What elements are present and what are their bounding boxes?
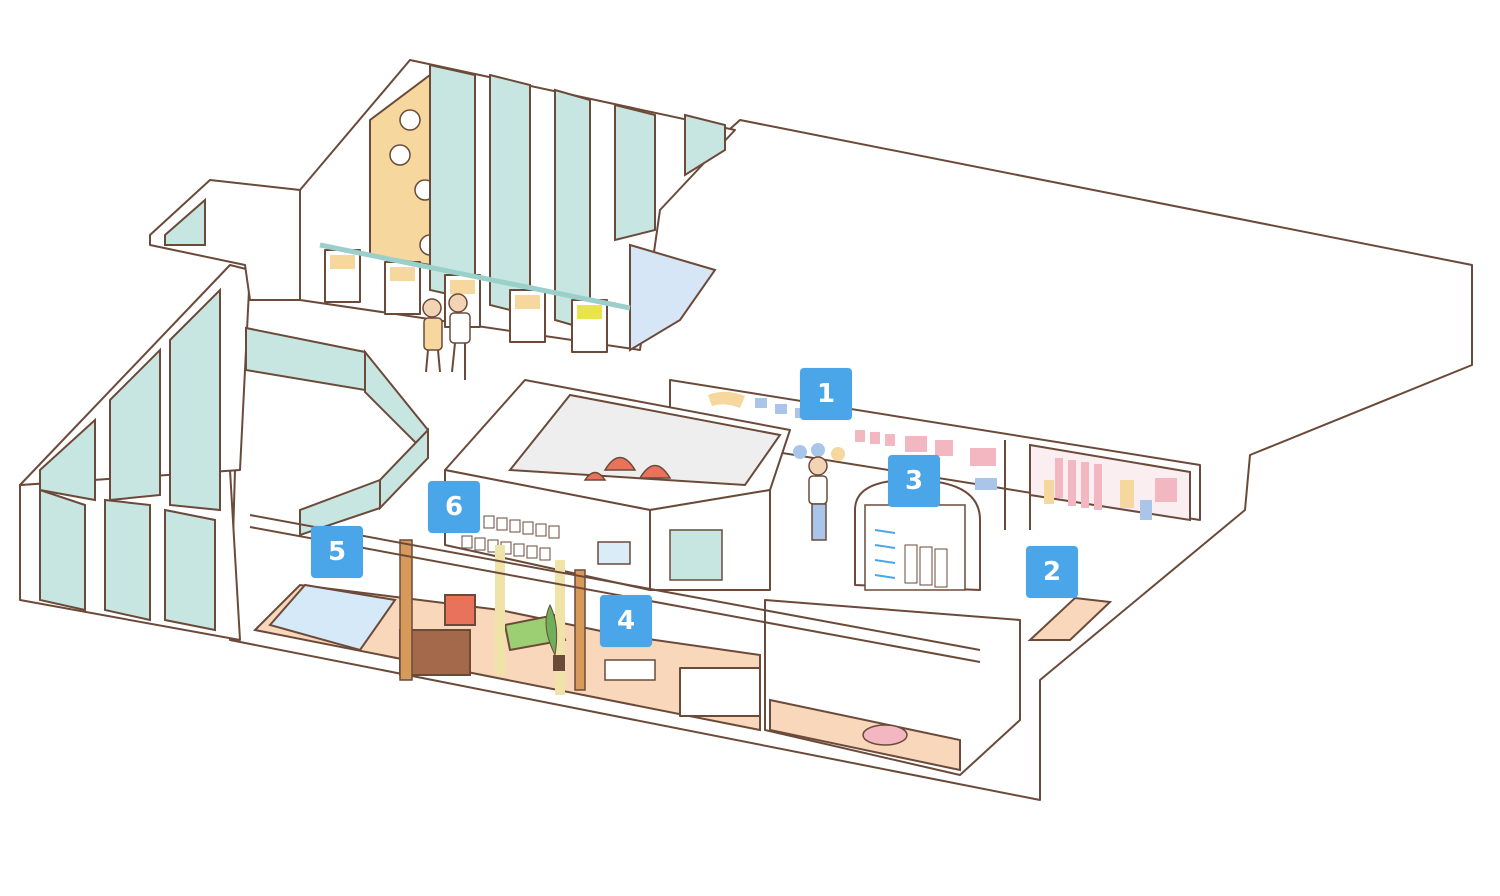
pink-panel [935,440,953,456]
dot-panel [811,443,825,457]
chair-icon [583,471,607,481]
mural-figure [399,109,421,131]
arc-panel [708,391,745,408]
pink-panel [1155,478,1177,502]
info-kiosk [854,479,981,591]
pink-panel [970,448,996,466]
curved-glass-railing [245,326,429,537]
visitor-icon [808,456,828,541]
marker-4[interactable]: 4 [600,595,652,647]
marker-3[interactable]: 3 [888,455,940,507]
pink-panel [855,430,865,442]
lower-rooms [249,514,1113,776]
bar-panel [1094,464,1102,510]
marker-6[interactable]: 6 [428,481,480,533]
left-corridor [19,179,301,641]
blue-panel [975,478,997,490]
marker-2[interactable]: 2 [1026,546,1078,598]
dot-panel [793,445,807,459]
chair-icon [444,594,476,626]
bath-icon [862,724,908,746]
blue-panel [1140,500,1152,520]
marker-1[interactable]: 1 [800,368,852,420]
pink-panel [870,432,880,444]
dot-panel [831,447,845,461]
blue-panel [775,404,787,414]
kitchen-counter [679,667,761,717]
chair-icon [638,464,672,479]
chair-icon [603,456,637,471]
blue-panel [755,398,767,408]
plant-icon [545,603,565,671]
theater-room [444,379,791,591]
dining-table [604,659,656,681]
marker-5[interactable]: 5 [311,526,363,578]
bar-panel [1081,462,1089,508]
pink-panel [885,434,895,446]
mural-figure [389,144,411,166]
yellow-panel [1120,480,1134,508]
visitors-icon [422,293,471,380]
bar-panel [1055,458,1063,498]
pink-panel [905,436,927,452]
yellow-panel [1044,480,1054,504]
back-exhibit-wall [669,379,1201,530]
bar-panel [1068,460,1076,506]
